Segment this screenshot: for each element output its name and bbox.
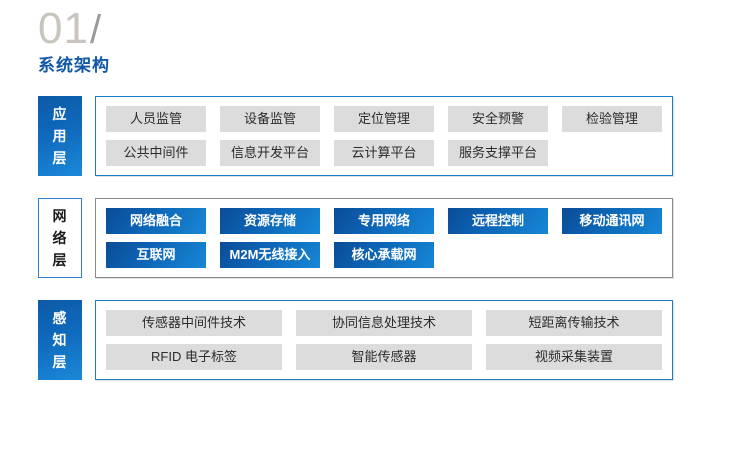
section-number-value: 01 — [38, 4, 89, 53]
layer-label-char: 层 — [52, 354, 68, 370]
page-title: 系统架构 — [38, 56, 110, 75]
layer-label-network: 网 络 层 — [38, 198, 82, 278]
chip-item[interactable]: 互联网 — [106, 242, 206, 268]
layer-label-char: 网 — [52, 208, 68, 224]
chip-item[interactable]: 定位管理 — [334, 106, 434, 132]
chip-grid-network: 网络融合 资源存储 专用网络 远程控制 移动通讯网 互联网 M2M无线接入 核心… — [106, 208, 662, 268]
chip-grid-application: 人员监管 设备监管 定位管理 安全预警 检验管理 公共中间件 信息开发平台 云计… — [106, 106, 662, 166]
layer-label-char: 感 — [52, 310, 68, 326]
layer-label-perception: 感 知 层 — [38, 300, 82, 380]
layer-label-char: 知 — [52, 332, 68, 348]
chip-item[interactable]: 资源存储 — [220, 208, 320, 234]
chip-item[interactable]: 视频采集装置 — [486, 344, 662, 370]
section-number: 01/ — [38, 6, 338, 53]
layer-label-char: 络 — [52, 230, 68, 246]
chip-item[interactable]: 专用网络 — [334, 208, 434, 234]
layer-box-network: 网络融合 资源存储 专用网络 远程控制 移动通讯网 互联网 M2M无线接入 核心… — [95, 198, 673, 278]
layer-box-application: 人员监管 设备监管 定位管理 安全预警 检验管理 公共中间件 信息开发平台 云计… — [95, 96, 673, 176]
chip-item[interactable]: 网络融合 — [106, 208, 206, 234]
chip-item[interactable]: 信息开发平台 — [220, 140, 320, 166]
chip-item[interactable]: 智能传感器 — [296, 344, 472, 370]
chip-item[interactable]: 检验管理 — [562, 106, 662, 132]
layer-label-application: 应 用 层 — [38, 96, 82, 176]
chip-item[interactable]: 远程控制 — [448, 208, 548, 234]
chip-item[interactable]: 移动通讯网 — [562, 208, 662, 234]
chip-item[interactable]: M2M无线接入 — [220, 242, 320, 268]
chip-item[interactable]: 设备监管 — [220, 106, 320, 132]
layer-box-perception: 传感器中间件技术 协同信息处理技术 短距离传输技术 RFID 电子标签 智能传感… — [95, 300, 673, 380]
chip-item[interactable]: 公共中间件 — [106, 140, 206, 166]
layer-row-perception: 感 知 层 传感器中间件技术 协同信息处理技术 短距离传输技术 RFID 电子标… — [38, 300, 673, 380]
page-header: 01/ 系统架构 — [38, 6, 338, 77]
chip-placeholder — [562, 242, 662, 268]
layer-label-char: 应 — [52, 106, 68, 122]
layer-label-char: 层 — [52, 252, 68, 268]
layer-row-application: 应 用 层 人员监管 设备监管 定位管理 安全预警 检验管理 公共中间件 信息开… — [38, 96, 673, 176]
chip-placeholder — [448, 242, 548, 268]
layer-label-char: 用 — [52, 128, 68, 144]
chip-item[interactable]: 核心承载网 — [334, 242, 434, 268]
chip-grid-perception: 传感器中间件技术 协同信息处理技术 短距离传输技术 RFID 电子标签 智能传感… — [106, 310, 662, 370]
section-number-slash: / — [89, 8, 103, 52]
layer-label-char: 层 — [52, 150, 68, 166]
chip-placeholder — [562, 140, 662, 166]
layer-row-network: 网 络 层 网络融合 资源存储 专用网络 远程控制 移动通讯网 互联网 M2M无… — [38, 198, 673, 278]
chip-item[interactable]: 人员监管 — [106, 106, 206, 132]
chip-item[interactable]: RFID 电子标签 — [106, 344, 282, 370]
chip-item[interactable]: 传感器中间件技术 — [106, 310, 282, 336]
chip-item[interactable]: 服务支撑平台 — [448, 140, 548, 166]
chip-item[interactable]: 安全预警 — [448, 106, 548, 132]
chip-item[interactable]: 短距离传输技术 — [486, 310, 662, 336]
chip-item[interactable]: 云计算平台 — [334, 140, 434, 166]
chip-item[interactable]: 协同信息处理技术 — [296, 310, 472, 336]
